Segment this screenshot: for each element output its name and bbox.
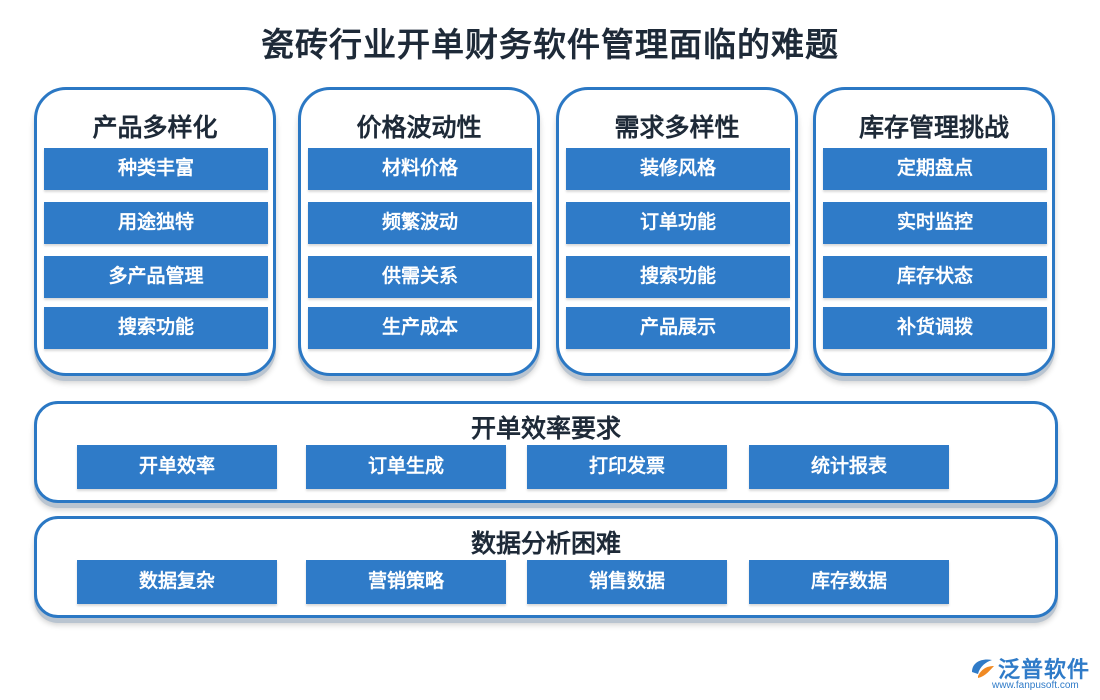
card-item: 订单功能 [566,202,790,244]
brand-logo: 泛普软件 www.fanpusoft.com [968,652,1096,696]
card-inventory-challenge: 库存管理挑战 定期盘点 实时监控 库存状态 补货调拨 [813,87,1055,376]
band-item: 统计报表 [749,445,949,489]
card-item: 频繁波动 [308,202,532,244]
card-item: 生产成本 [308,307,532,349]
band-item: 打印发票 [527,445,727,489]
band-title: 开单效率要求 [470,415,621,443]
card-item: 实时监控 [823,202,1047,244]
card-item: 种类丰富 [44,148,268,190]
band-item: 库存数据 [749,560,949,604]
band-item: 开单效率 [77,445,277,489]
band-title: 数据分析困难 [470,530,621,558]
band-billing-efficiency: 开单效率要求 开单效率 订单生成 打印发票 统计报表 [34,401,1058,503]
card-price-volatility: 价格波动性 材料价格 频繁波动 供需关系 生产成本 [298,87,540,376]
card-item: 搜索功能 [566,256,790,298]
card-item: 装修风格 [566,148,790,190]
band-item: 销售数据 [527,560,727,604]
logo-name: 泛普软件 [998,657,1091,682]
card-item: 供需关系 [308,256,532,298]
card-title: 需求多样性 [614,114,740,142]
logo-url: www.fanpusoft.com [992,680,1079,691]
fanpu-logo-icon [972,659,994,678]
card-product-diversity: 产品多样化 种类丰富 用途独特 多产品管理 搜索功能 [34,87,276,376]
page-title: 瓷砖行业开单财务软件管理面临的难题 [261,26,839,63]
band-item: 营销策略 [306,560,506,604]
card-title: 产品多样化 [92,114,218,142]
band-data-analysis: 数据分析困难 数据复杂 营销策略 销售数据 库存数据 [34,516,1058,618]
card-item: 多产品管理 [44,256,268,298]
card-item: 定期盘点 [823,148,1047,190]
card-item: 搜索功能 [44,307,268,349]
card-item: 库存状态 [823,256,1047,298]
card-title: 价格波动性 [356,114,482,142]
band-item: 订单生成 [306,445,506,489]
card-item: 补货调拨 [823,307,1047,349]
card-item: 用途独特 [44,202,268,244]
card-demand-diversity: 需求多样性 装修风格 订单功能 搜索功能 产品展示 [556,87,798,376]
card-item: 产品展示 [566,307,790,349]
card-item: 材料价格 [308,148,532,190]
band-item: 数据复杂 [77,560,277,604]
card-title: 库存管理挑战 [858,114,1009,142]
